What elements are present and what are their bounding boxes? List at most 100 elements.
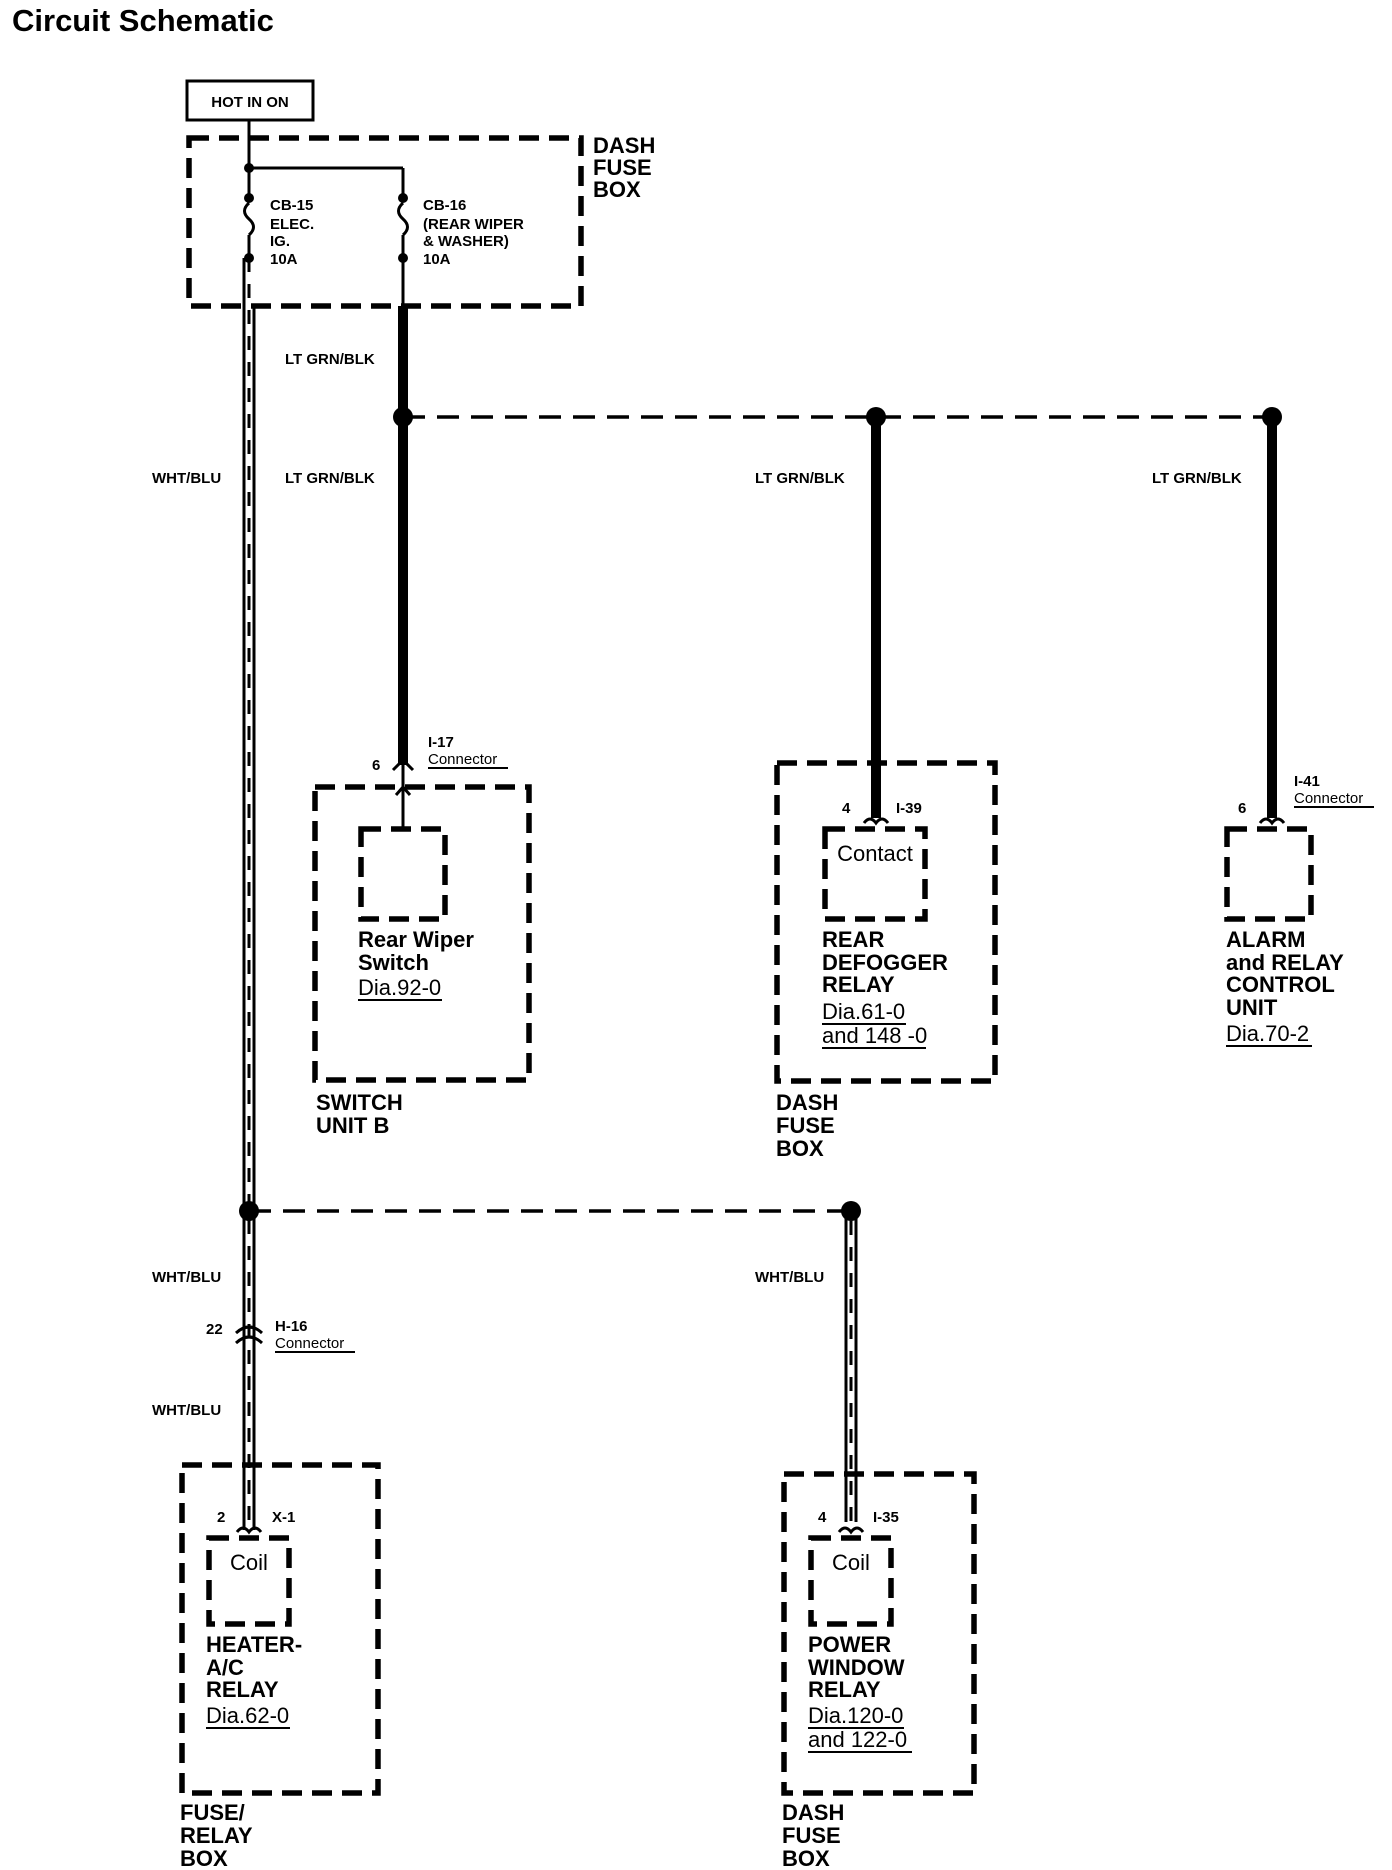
- switch-arrow-icon: [394, 784, 412, 796]
- fuse-junction-dot: [244, 163, 254, 173]
- i41-connector-icon: [1258, 817, 1286, 826]
- cb15-label-4: 10A: [270, 251, 298, 268]
- fuse-relay-box: [179, 1462, 381, 1796]
- heater-ref: Dia.62-0: [206, 1703, 289, 1728]
- h16-label: Connector: [275, 1335, 344, 1352]
- switch-unit-b-label-2: UNIT B: [316, 1113, 389, 1138]
- x1-id: X-1: [272, 1509, 295, 1526]
- h16-connector-icon-bottom: [234, 1335, 264, 1345]
- cb15-terminal-top: [244, 193, 254, 203]
- cb16-label-1: CB-16: [423, 197, 466, 214]
- h16-id: H-16: [275, 1318, 308, 1335]
- defogger-ref-2: and 148 -0: [822, 1023, 927, 1048]
- power-window-housing-2: FUSE: [782, 1823, 841, 1848]
- defogger-name-1: REAR: [822, 927, 884, 952]
- wire-label-wht-blu-4: WHT/BLU: [755, 1269, 824, 1286]
- i17-pin: 6: [372, 757, 380, 774]
- cb16-fuse-icon: [397, 201, 409, 237]
- power-window-name-1: POWER: [808, 1632, 891, 1657]
- power-window-ref-1: Dia.120-0: [808, 1703, 903, 1728]
- alarm-ref: Dia.70-2: [1226, 1021, 1309, 1046]
- defogger-contact-box: [822, 826, 928, 922]
- wht-blu-power-window-wire: [844, 1211, 858, 1522]
- power-window-coil-box: [808, 1535, 894, 1627]
- i41-label: Connector: [1294, 790, 1363, 807]
- dash-fuse-box-label-2: FUSE: [593, 155, 652, 180]
- rear-wiper-switch-box: [358, 826, 448, 922]
- cb15-label-1: CB-15: [270, 197, 313, 214]
- i41-pin: 6: [1238, 800, 1246, 817]
- alarm-name-1: ALARM: [1226, 927, 1305, 952]
- alarm-unit-box: [1224, 826, 1314, 922]
- heater-name-2: A/C: [206, 1655, 244, 1680]
- x1-pin: 2: [217, 1509, 225, 1526]
- i41-id: I-41: [1294, 773, 1320, 790]
- splice-dot-5: [841, 1201, 861, 1221]
- hot-in-on-label: HOT IN ON: [211, 94, 289, 111]
- defogger-name-3: RELAY: [822, 972, 895, 997]
- defogger-ref-1: Dia.61-0: [822, 999, 905, 1024]
- h16-pin: 22: [206, 1321, 223, 1338]
- power-window-name-3: RELAY: [808, 1677, 881, 1702]
- i17-connector-icon: [391, 757, 415, 772]
- heater-coil-box: [206, 1535, 292, 1627]
- cb16-terminal-top: [398, 193, 408, 203]
- defogger-housing-2: FUSE: [776, 1113, 835, 1138]
- wire-label-lt-grn-blk-2: LT GRN/BLK: [285, 470, 375, 487]
- defogger-housing-3: BOX: [776, 1136, 824, 1161]
- fuse-relay-box-label-3: BOX: [180, 1846, 228, 1870]
- power-window-name-2: WINDOW: [808, 1655, 905, 1680]
- alarm-name-3: CONTROL: [1226, 972, 1335, 997]
- dash-fuse-box-power-window: [781, 1471, 977, 1796]
- cb16-label-2: (REAR WIPER: [423, 216, 524, 233]
- power-window-coil-label: Coil: [832, 1550, 870, 1575]
- switch-unit-b-label-1: SWITCH: [316, 1090, 403, 1115]
- i35-connector-icon: [837, 1526, 865, 1535]
- alarm-name-4: UNIT: [1226, 995, 1278, 1020]
- wire-label-lt-grn-blk-3: LT GRN/BLK: [755, 470, 845, 487]
- dash-fuse-box-defogger: [774, 760, 998, 1084]
- cb15-label-3: IG.: [270, 233, 290, 250]
- wire-label-wht-blu-3: WHT/BLU: [152, 1402, 221, 1419]
- page-title: Circuit Schematic: [12, 3, 274, 38]
- fuse-relay-box-label-2: RELAY: [180, 1823, 253, 1848]
- cb16-label-4: 10A: [423, 251, 451, 268]
- wire-label-lt-grn-blk-1: LT GRN/BLK: [285, 351, 375, 368]
- cb15-fuse-icon: [243, 201, 255, 237]
- i35-pin: 4: [818, 1509, 827, 1526]
- heater-coil-label: Coil: [230, 1550, 268, 1575]
- i39-connector-icon: [862, 817, 890, 826]
- i17-id: I-17: [428, 734, 454, 751]
- power-window-housing-1: DASH: [782, 1800, 844, 1825]
- x1-connector-icon: [235, 1526, 263, 1535]
- wire-label-wht-blu-1: WHT/BLU: [152, 470, 221, 487]
- defogger-contact-label: Contact: [837, 841, 913, 866]
- heater-name-1: HEATER-: [206, 1632, 302, 1657]
- power-window-ref-2: and 122-0: [808, 1727, 907, 1752]
- h16-connector-icon-top: [234, 1325, 264, 1335]
- i39-pin: 4: [842, 800, 851, 817]
- i39-id: I-39: [896, 800, 922, 817]
- wire-label-wht-blu-2: WHT/BLU: [152, 1269, 221, 1286]
- splice-dot-4: [239, 1201, 259, 1221]
- wht-blu-main-wire: [242, 258, 256, 1530]
- cb15-label-2: ELEC.: [270, 216, 314, 233]
- dash-fuse-box-label-3: BOX: [593, 177, 641, 202]
- power-window-housing-3: BOX: [782, 1846, 830, 1870]
- i17-label: Connector: [428, 751, 497, 768]
- defogger-housing-1: DASH: [776, 1090, 838, 1115]
- splice-dot-1: [393, 407, 413, 427]
- switch-unit-b-box: [312, 784, 532, 1083]
- alarm-name-2: and RELAY: [1226, 950, 1344, 975]
- cb16-label-3: & WASHER): [423, 233, 509, 250]
- heater-name-3: RELAY: [206, 1677, 279, 1702]
- dash-fuse-box-label-1: DASH: [593, 133, 655, 158]
- i35-id: I-35: [873, 1509, 899, 1526]
- defogger-name-2: DEFOGGER: [822, 950, 948, 975]
- rear-wiper-switch-name-2: Switch: [358, 950, 429, 975]
- rear-wiper-switch-ref: Dia.92-0: [358, 975, 441, 1000]
- fuse-relay-box-label-1: FUSE/: [180, 1800, 245, 1825]
- dash-fuse-box-top: [186, 135, 584, 309]
- wire-label-lt-grn-blk-4: LT GRN/BLK: [1152, 470, 1242, 487]
